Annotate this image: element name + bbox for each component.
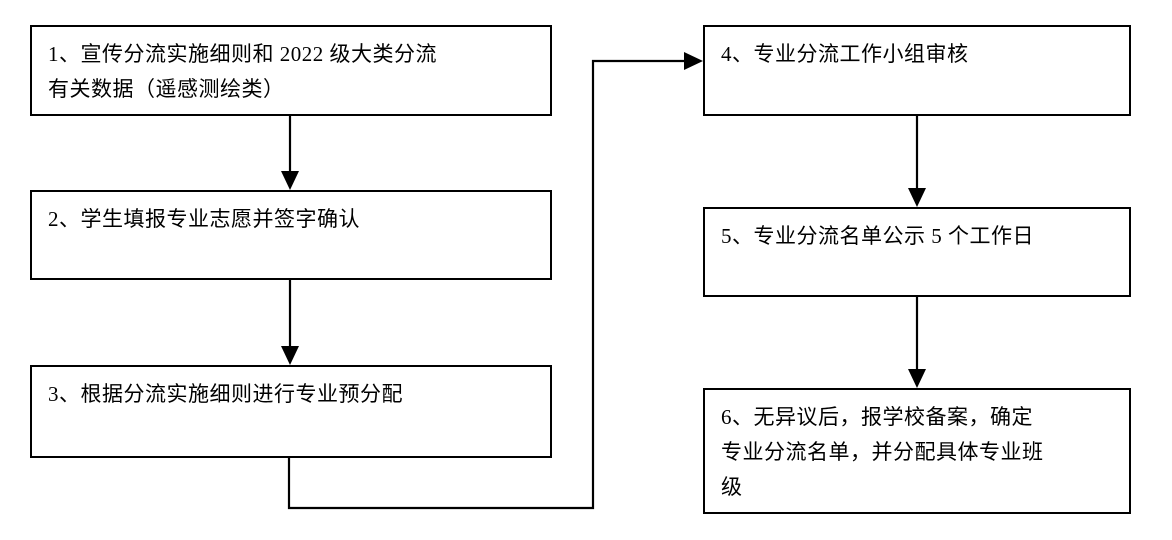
edge-step3-to-step4-arrowhead	[684, 52, 703, 70]
flowchart-node-step-4-label: 4、专业分流工作小组审核	[721, 42, 969, 66]
flowchart-node-step-5-label: 5、专业分流名单公示 5 个工作日	[721, 224, 1034, 248]
flowchart-node-step-6[interactable]: 6、无异议后，报学校备案，确定 专业分流名单，并分配具体专业班 级	[703, 388, 1131, 514]
flowchart-node-step-2-label: 2、学生填报专业志愿并签字确认	[48, 207, 360, 231]
edge-step5-to-step6	[908, 297, 926, 388]
edge-step4-to-step5	[908, 116, 926, 207]
edge-step1-to-step2	[281, 116, 299, 190]
edge-step4-to-step5-arrowhead	[908, 188, 926, 207]
flowchart-node-step-2[interactable]: 2、学生填报专业志愿并签字确认	[30, 190, 552, 280]
edge-step2-to-step3	[281, 280, 299, 365]
flowchart-node-step-4[interactable]: 4、专业分流工作小组审核	[703, 25, 1131, 116]
flowchart-node-step-6-label: 6、无异议后，报学校备案，确定 专业分流名单，并分配具体专业班 级	[721, 405, 1044, 499]
flowchart-node-step-1-label: 1、宣传分流实施细则和 2022 级大类分流 有关数据（遥感测绘类）	[48, 42, 437, 101]
edge-step2-to-step3-arrowhead	[281, 346, 299, 365]
edge-step5-to-step6-arrowhead	[908, 369, 926, 388]
flowchart-node-step-3-label: 3、根据分流实施细则进行专业预分配	[48, 382, 403, 406]
flowchart-node-step-1[interactable]: 1、宣传分流实施细则和 2022 级大类分流 有关数据（遥感测绘类）	[30, 25, 552, 116]
edge-step1-to-step2-arrowhead	[281, 171, 299, 190]
flowchart-node-step-5[interactable]: 5、专业分流名单公示 5 个工作日	[703, 207, 1131, 297]
flowchart-node-step-3[interactable]: 3、根据分流实施细则进行专业预分配	[30, 365, 552, 458]
